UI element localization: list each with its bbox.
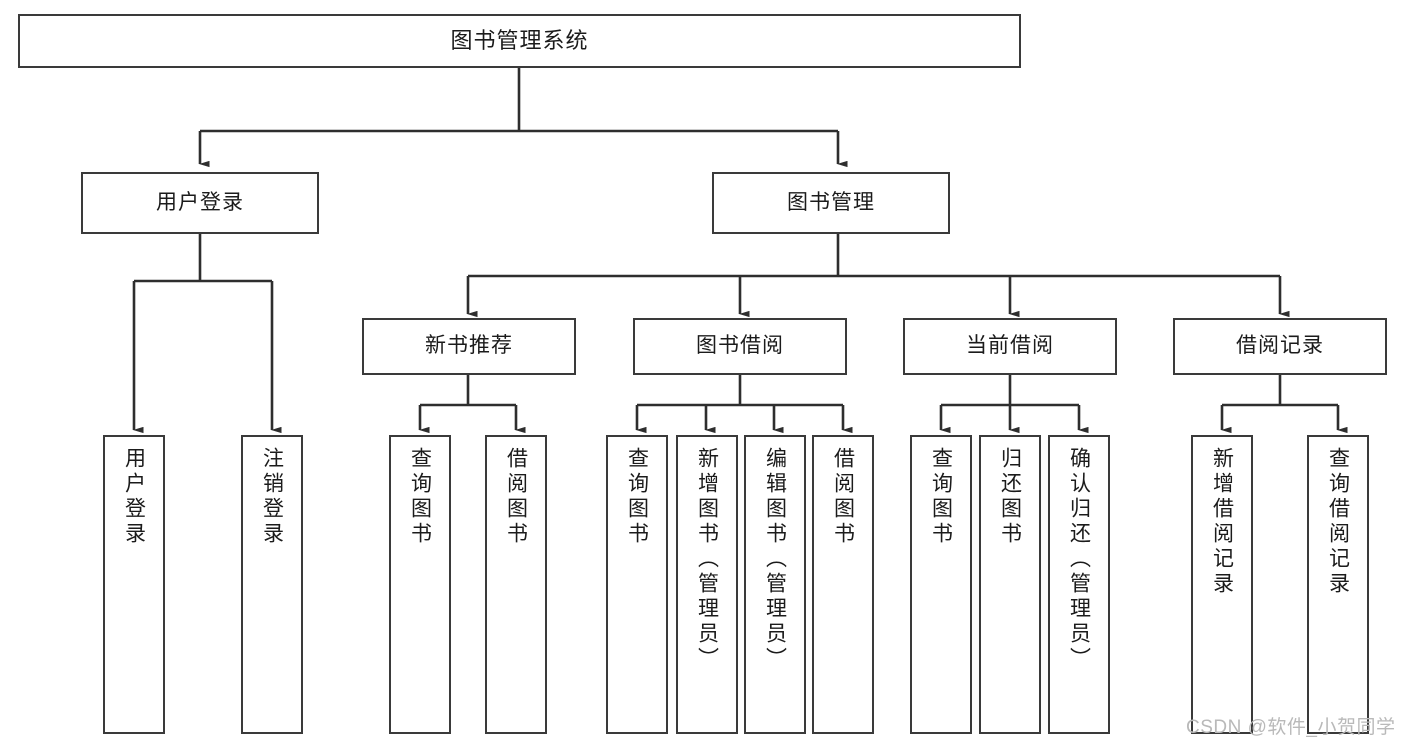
node-leaf-query-book-3[interactable]: 查询图书 [910, 435, 972, 734]
node-leaf-add-borrow-record-label: 新增借阅记录 [1210, 447, 1234, 597]
node-new-book-recommend-label: 新书推荐 [425, 334, 513, 358]
node-leaf-add-borrow-record[interactable]: 新增借阅记录 [1191, 435, 1253, 734]
node-leaf-query-book-2-label: 查询图书 [625, 447, 649, 547]
csdn-watermark: CSDN @软件_小贺同学 [1186, 717, 1396, 738]
node-leaf-add-book-admin[interactable]: 新增图书（管理员） [676, 435, 738, 734]
node-leaf-return-book[interactable]: 归还图书 [979, 435, 1041, 734]
node-user-login[interactable]: 用户登录 [81, 172, 319, 234]
node-leaf-query-book-3-label: 查询图书 [929, 447, 953, 547]
node-leaf-borrow-book-2-label: 借阅图书 [831, 447, 855, 547]
node-leaf-logout[interactable]: 注销登录 [241, 435, 303, 734]
node-leaf-query-borrow-record-label: 查询借阅记录 [1326, 447, 1350, 597]
node-leaf-confirm-return-admin[interactable]: 确认归还（管理员） [1048, 435, 1110, 734]
node-leaf-query-book-2[interactable]: 查询图书 [606, 435, 668, 734]
node-leaf-confirm-return-admin-label: 确认归还（管理员） [1067, 447, 1091, 672]
node-user-login-label: 用户登录 [156, 190, 244, 214]
node-leaf-query-book-1-label: 查询图书 [408, 447, 432, 547]
node-leaf-edit-book-admin[interactable]: 编辑图书（管理员） [744, 435, 806, 734]
node-book-manage-label: 图书管理 [787, 190, 875, 214]
node-leaf-borrow-book-2[interactable]: 借阅图书 [812, 435, 874, 734]
node-leaf-add-book-admin-label: 新增图书（管理员） [695, 447, 719, 672]
node-leaf-logout-label: 注销登录 [260, 447, 284, 547]
node-current-borrow[interactable]: 当前借阅 [903, 318, 1117, 375]
node-book-borrow[interactable]: 图书借阅 [633, 318, 847, 375]
node-root-label: 图书管理系统 [450, 28, 589, 54]
node-leaf-user-login[interactable]: 用户登录 [103, 435, 165, 734]
node-borrow-record-label: 借阅记录 [1236, 334, 1324, 358]
node-leaf-query-borrow-record[interactable]: 查询借阅记录 [1307, 435, 1369, 734]
node-borrow-record[interactable]: 借阅记录 [1173, 318, 1387, 375]
node-book-borrow-label: 图书借阅 [696, 334, 784, 358]
node-new-book-recommend[interactable]: 新书推荐 [362, 318, 576, 375]
node-leaf-edit-book-admin-label: 编辑图书（管理员） [763, 447, 787, 672]
node-leaf-user-login-label: 用户登录 [122, 447, 146, 547]
node-book-manage[interactable]: 图书管理 [712, 172, 950, 234]
node-leaf-query-book-1[interactable]: 查询图书 [389, 435, 451, 734]
node-leaf-borrow-book-1-label: 借阅图书 [504, 447, 528, 547]
node-root[interactable]: 图书管理系统 [18, 14, 1021, 68]
node-current-borrow-label: 当前借阅 [966, 334, 1054, 358]
node-leaf-borrow-book-1[interactable]: 借阅图书 [485, 435, 547, 734]
node-leaf-return-book-label: 归还图书 [998, 447, 1022, 547]
